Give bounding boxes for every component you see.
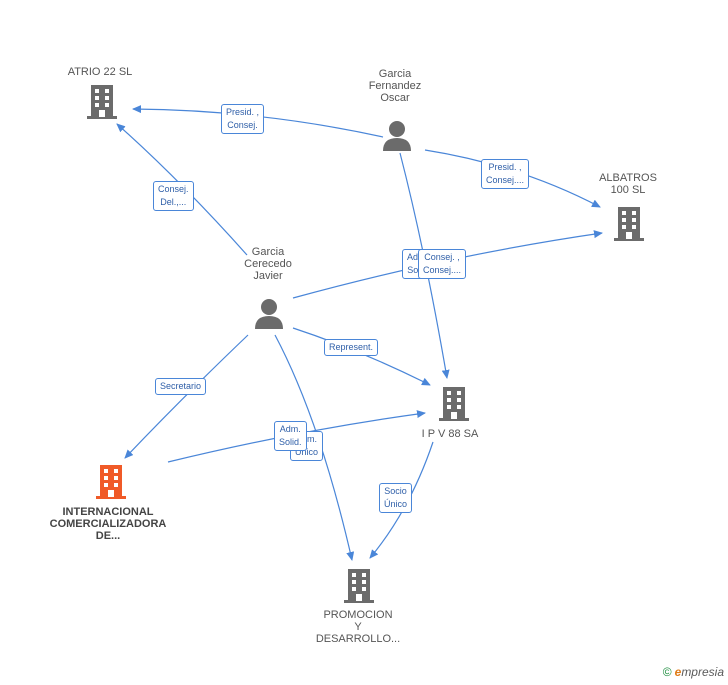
building-icon[interactable]	[86, 84, 118, 120]
node-label-line: Oscar	[380, 92, 410, 104]
node-label-line: ALBATROS	[599, 172, 657, 184]
node-ipv-88-sa[interactable]: I P V 88 SA	[400, 428, 500, 440]
building-icon[interactable]	[95, 464, 127, 500]
node-label-line: 100 SL	[610, 184, 646, 196]
node-label-line: Fernandez	[368, 80, 422, 92]
node-promocion-y-desarrollo[interactable]: PROMOCION Y DESARROLLO...	[308, 609, 408, 645]
node-albatros-100-sl[interactable]: ALBATROS 100 SL	[578, 172, 678, 196]
node-garcia-cerecedo-javier[interactable]: Garcia Cerecedo Javier	[218, 246, 318, 282]
building-icon[interactable]	[343, 568, 375, 604]
node-label-line: DE...	[95, 530, 121, 542]
brand-rest: mpresia	[681, 665, 724, 679]
person-icon[interactable]	[382, 120, 412, 152]
node-label-line: DESARROLLO...	[315, 633, 401, 645]
node-label-line: Cerecedo	[244, 258, 292, 270]
edge-label-line: Sol...	[407, 264, 428, 277]
edge-label-line: Adm.	[407, 251, 428, 264]
edge-label-line: Adm.	[279, 424, 301, 434]
node-label-line: Garcia	[251, 246, 285, 258]
building-icon[interactable]	[613, 206, 645, 242]
edge-gc-ipv	[292, 327, 431, 386]
node-label-line: Javier	[253, 270, 283, 282]
edge-label-line: Consej....	[423, 265, 462, 275]
node-label-line: PROMOCION	[323, 609, 393, 621]
edge-label-line: Presid. ,	[226, 107, 260, 117]
edge-label-line: Socio	[384, 486, 407, 496]
node-label: ATRIO 22 SL	[67, 66, 133, 78]
edge-label-line: Único	[295, 447, 319, 457]
edge-label-line: Presid. ,	[488, 162, 522, 172]
node-label-line: COMERCIALIZADORA	[49, 518, 167, 530]
node-label-line: Garcia	[378, 68, 412, 80]
edge-label-int-ipv[interactable]: Adm. Solid.	[274, 421, 307, 451]
building-icon[interactable]	[438, 386, 470, 422]
edge-label-line: Represent.	[329, 342, 374, 352]
node-garcia-fernandez-oscar[interactable]: Garcia Fernandez Oscar	[345, 68, 445, 104]
node-internacional-comercializadora[interactable]: INTERNACIONAL COMERCIALIZADORA DE...	[38, 506, 178, 542]
edge-label-ipv-promocion[interactable]: Socio Único	[379, 483, 413, 513]
edge-label-gf-albatros[interactable]: Presid. , Consej....	[481, 159, 530, 189]
edge-label-line: Secretario	[160, 381, 202, 391]
edge-label-line: Solid.	[279, 437, 302, 447]
edge-label-line: Consej. ,	[424, 252, 460, 262]
edge-label-line: Único	[384, 499, 408, 509]
edge-label-gf-ipv[interactable]: Consej. , Consej....	[418, 249, 467, 279]
node-atrio-22-sl[interactable]: ATRIO 22 SL	[52, 66, 148, 78]
empresia-logo[interactable]: ©empresia	[663, 665, 724, 679]
edge-label-line: Del.,...	[160, 197, 187, 207]
edge-label-gc-internacional[interactable]: Secretario	[155, 378, 207, 395]
edge-label-gc-ipv[interactable]: Represent.	[324, 339, 379, 356]
node-label-line: INTERNACIONAL	[62, 506, 154, 518]
person-icon[interactable]	[254, 298, 284, 330]
node-label: I P V 88 SA	[421, 428, 479, 440]
edge-label-gc-atrio[interactable]: Consej. Del.,...	[153, 181, 194, 211]
edge-label-line: Consej.	[227, 120, 258, 130]
edge-label-gf-atrio[interactable]: Presid. , Consej.	[221, 104, 265, 134]
brand-first-letter: e	[674, 665, 682, 679]
edge-label-line: Consej.	[158, 184, 189, 194]
copyright-icon: ©	[662, 665, 672, 679]
edge-gc-internacional	[124, 334, 249, 459]
edge-label-line: Consej....	[486, 175, 525, 185]
node-label-line: Y	[354, 621, 362, 633]
